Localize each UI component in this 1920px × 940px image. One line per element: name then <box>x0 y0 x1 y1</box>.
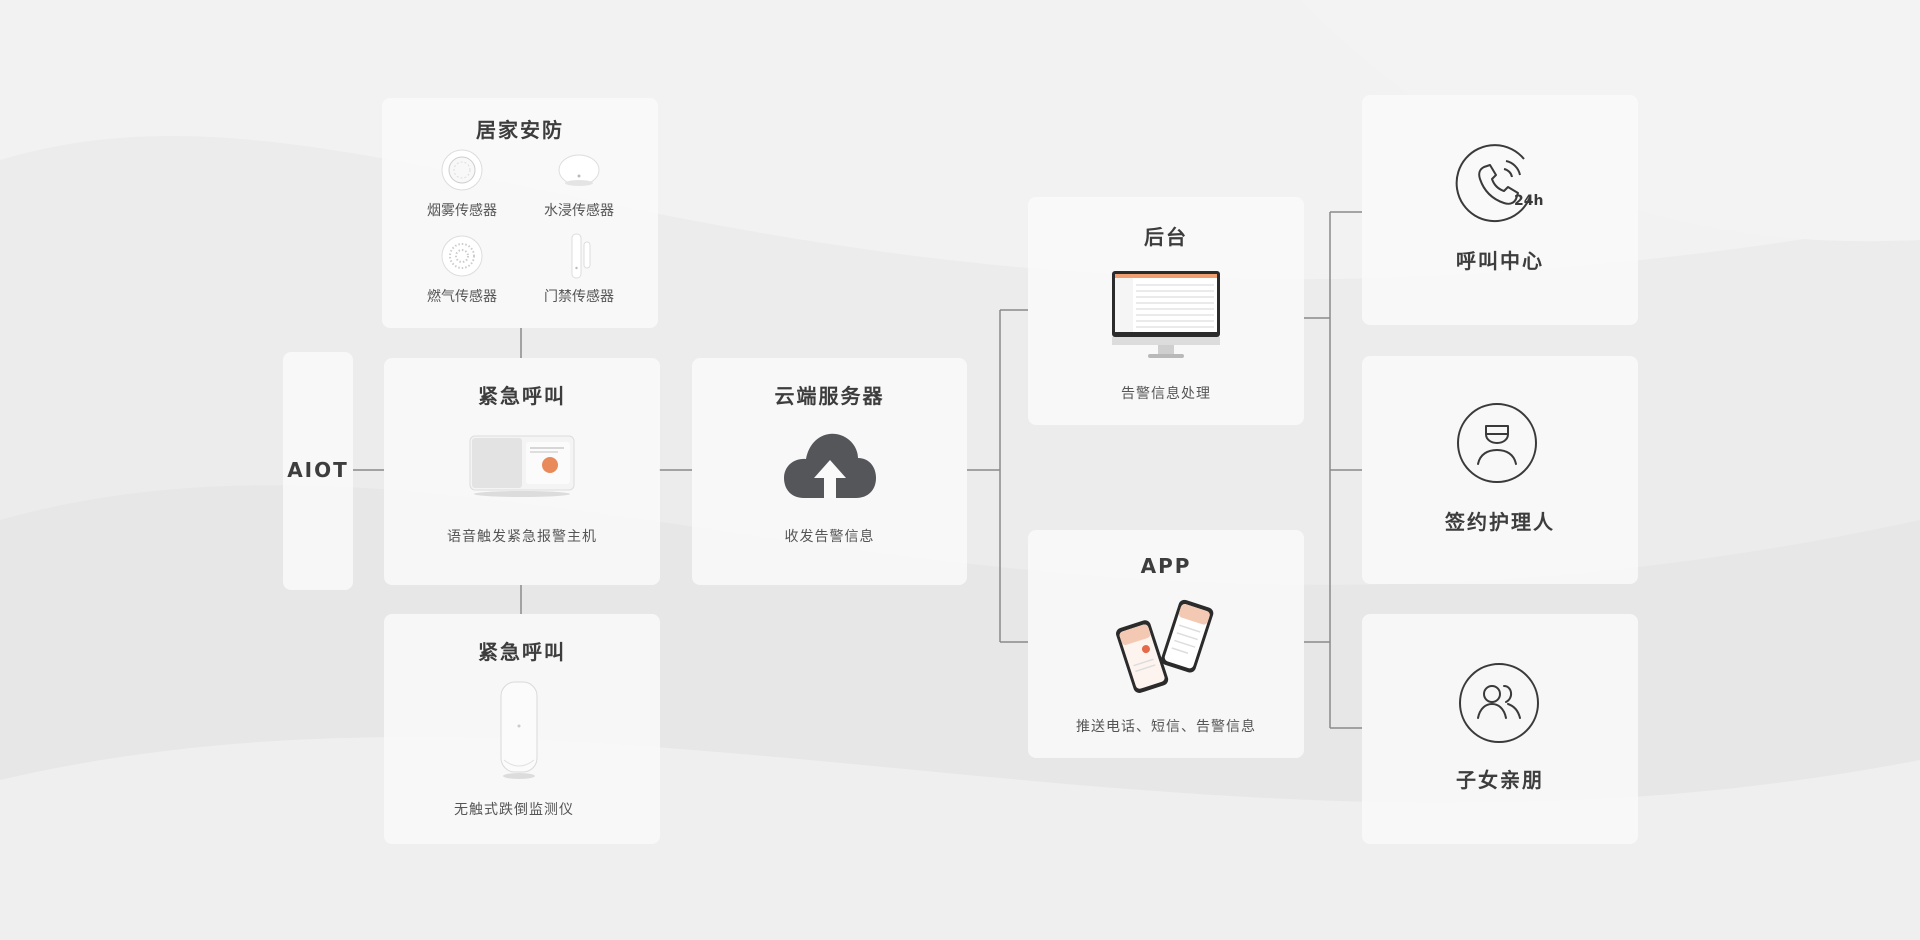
smartphones-icon <box>1116 599 1214 693</box>
emergency-call-fall-card: 紧急呼叫 无触式跌倒监测仪 <box>384 614 660 844</box>
sensor-label-door: 门禁传感器 <box>544 289 614 305</box>
fall-monitor-device-icon <box>500 681 538 779</box>
sensor-label-smoke: 烟雾传感器 <box>427 203 497 219</box>
backend-caption: 告警信息处理 <box>1121 386 1211 402</box>
family-icon <box>1459 663 1539 743</box>
family-title: 子女亲朋 <box>1456 768 1544 792</box>
emergency-call-main-caption: 语音触发紧急报警主机 <box>447 529 597 545</box>
water-sensor-icon <box>558 154 600 186</box>
cloud-server-caption: 收发告警信息 <box>784 529 875 545</box>
cloud-server-card: 云端服务器 收发告警信息 <box>692 358 967 585</box>
cloud-upload-icon <box>784 433 876 498</box>
caregiver-card: 签约护理人 <box>1362 356 1638 584</box>
caregiver-icon <box>1457 403 1537 483</box>
app-title: APP <box>1140 554 1192 578</box>
home-security-card: 居家安防 烟雾传感器 水浸传感器 燃气传感器 门禁传感器 <box>382 98 658 328</box>
backend-card: 后台 告警信息处理 <box>1028 197 1304 425</box>
emergency-call-fall-title: 紧急呼叫 <box>478 640 566 664</box>
phone-24h-icon <box>1455 144 1531 223</box>
desktop-monitor-icon <box>1112 271 1220 358</box>
alarm-host-device-icon <box>469 435 575 497</box>
gas-sensor-icon <box>441 235 483 277</box>
family-card: 子女亲朋 <box>1362 614 1638 844</box>
home-security-title: 居家安防 <box>476 118 564 142</box>
sensor-label-gas: 燃气传感器 <box>427 289 497 305</box>
aiot-label: AIOT <box>287 458 349 482</box>
cloud-server-title: 云端服务器 <box>774 384 885 408</box>
door-sensor-icon <box>571 233 591 279</box>
emergency-call-main-title: 紧急呼叫 <box>478 384 566 408</box>
app-card: APP 推送电话、短信、告警信息 <box>1028 530 1304 758</box>
emergency-call-fall-caption: 无触式跌倒监测仪 <box>454 802 574 818</box>
emergency-call-main-card: 紧急呼叫 语音触发紧急报警主机 <box>384 358 660 585</box>
call-center-24h-badge: 24h <box>1514 193 1544 209</box>
caregiver-title: 签约护理人 <box>1445 510 1555 534</box>
call-center-card: 24h 呼叫中心 <box>1362 95 1638 325</box>
sensor-label-water: 水浸传感器 <box>544 203 614 219</box>
app-caption: 推送电话、短信、告警信息 <box>1076 719 1256 735</box>
smoke-sensor-icon <box>441 149 483 191</box>
call-center-title: 呼叫中心 <box>1456 249 1544 273</box>
aiot-card: AIOT <box>283 352 353 590</box>
backend-title: 后台 <box>1144 225 1188 249</box>
